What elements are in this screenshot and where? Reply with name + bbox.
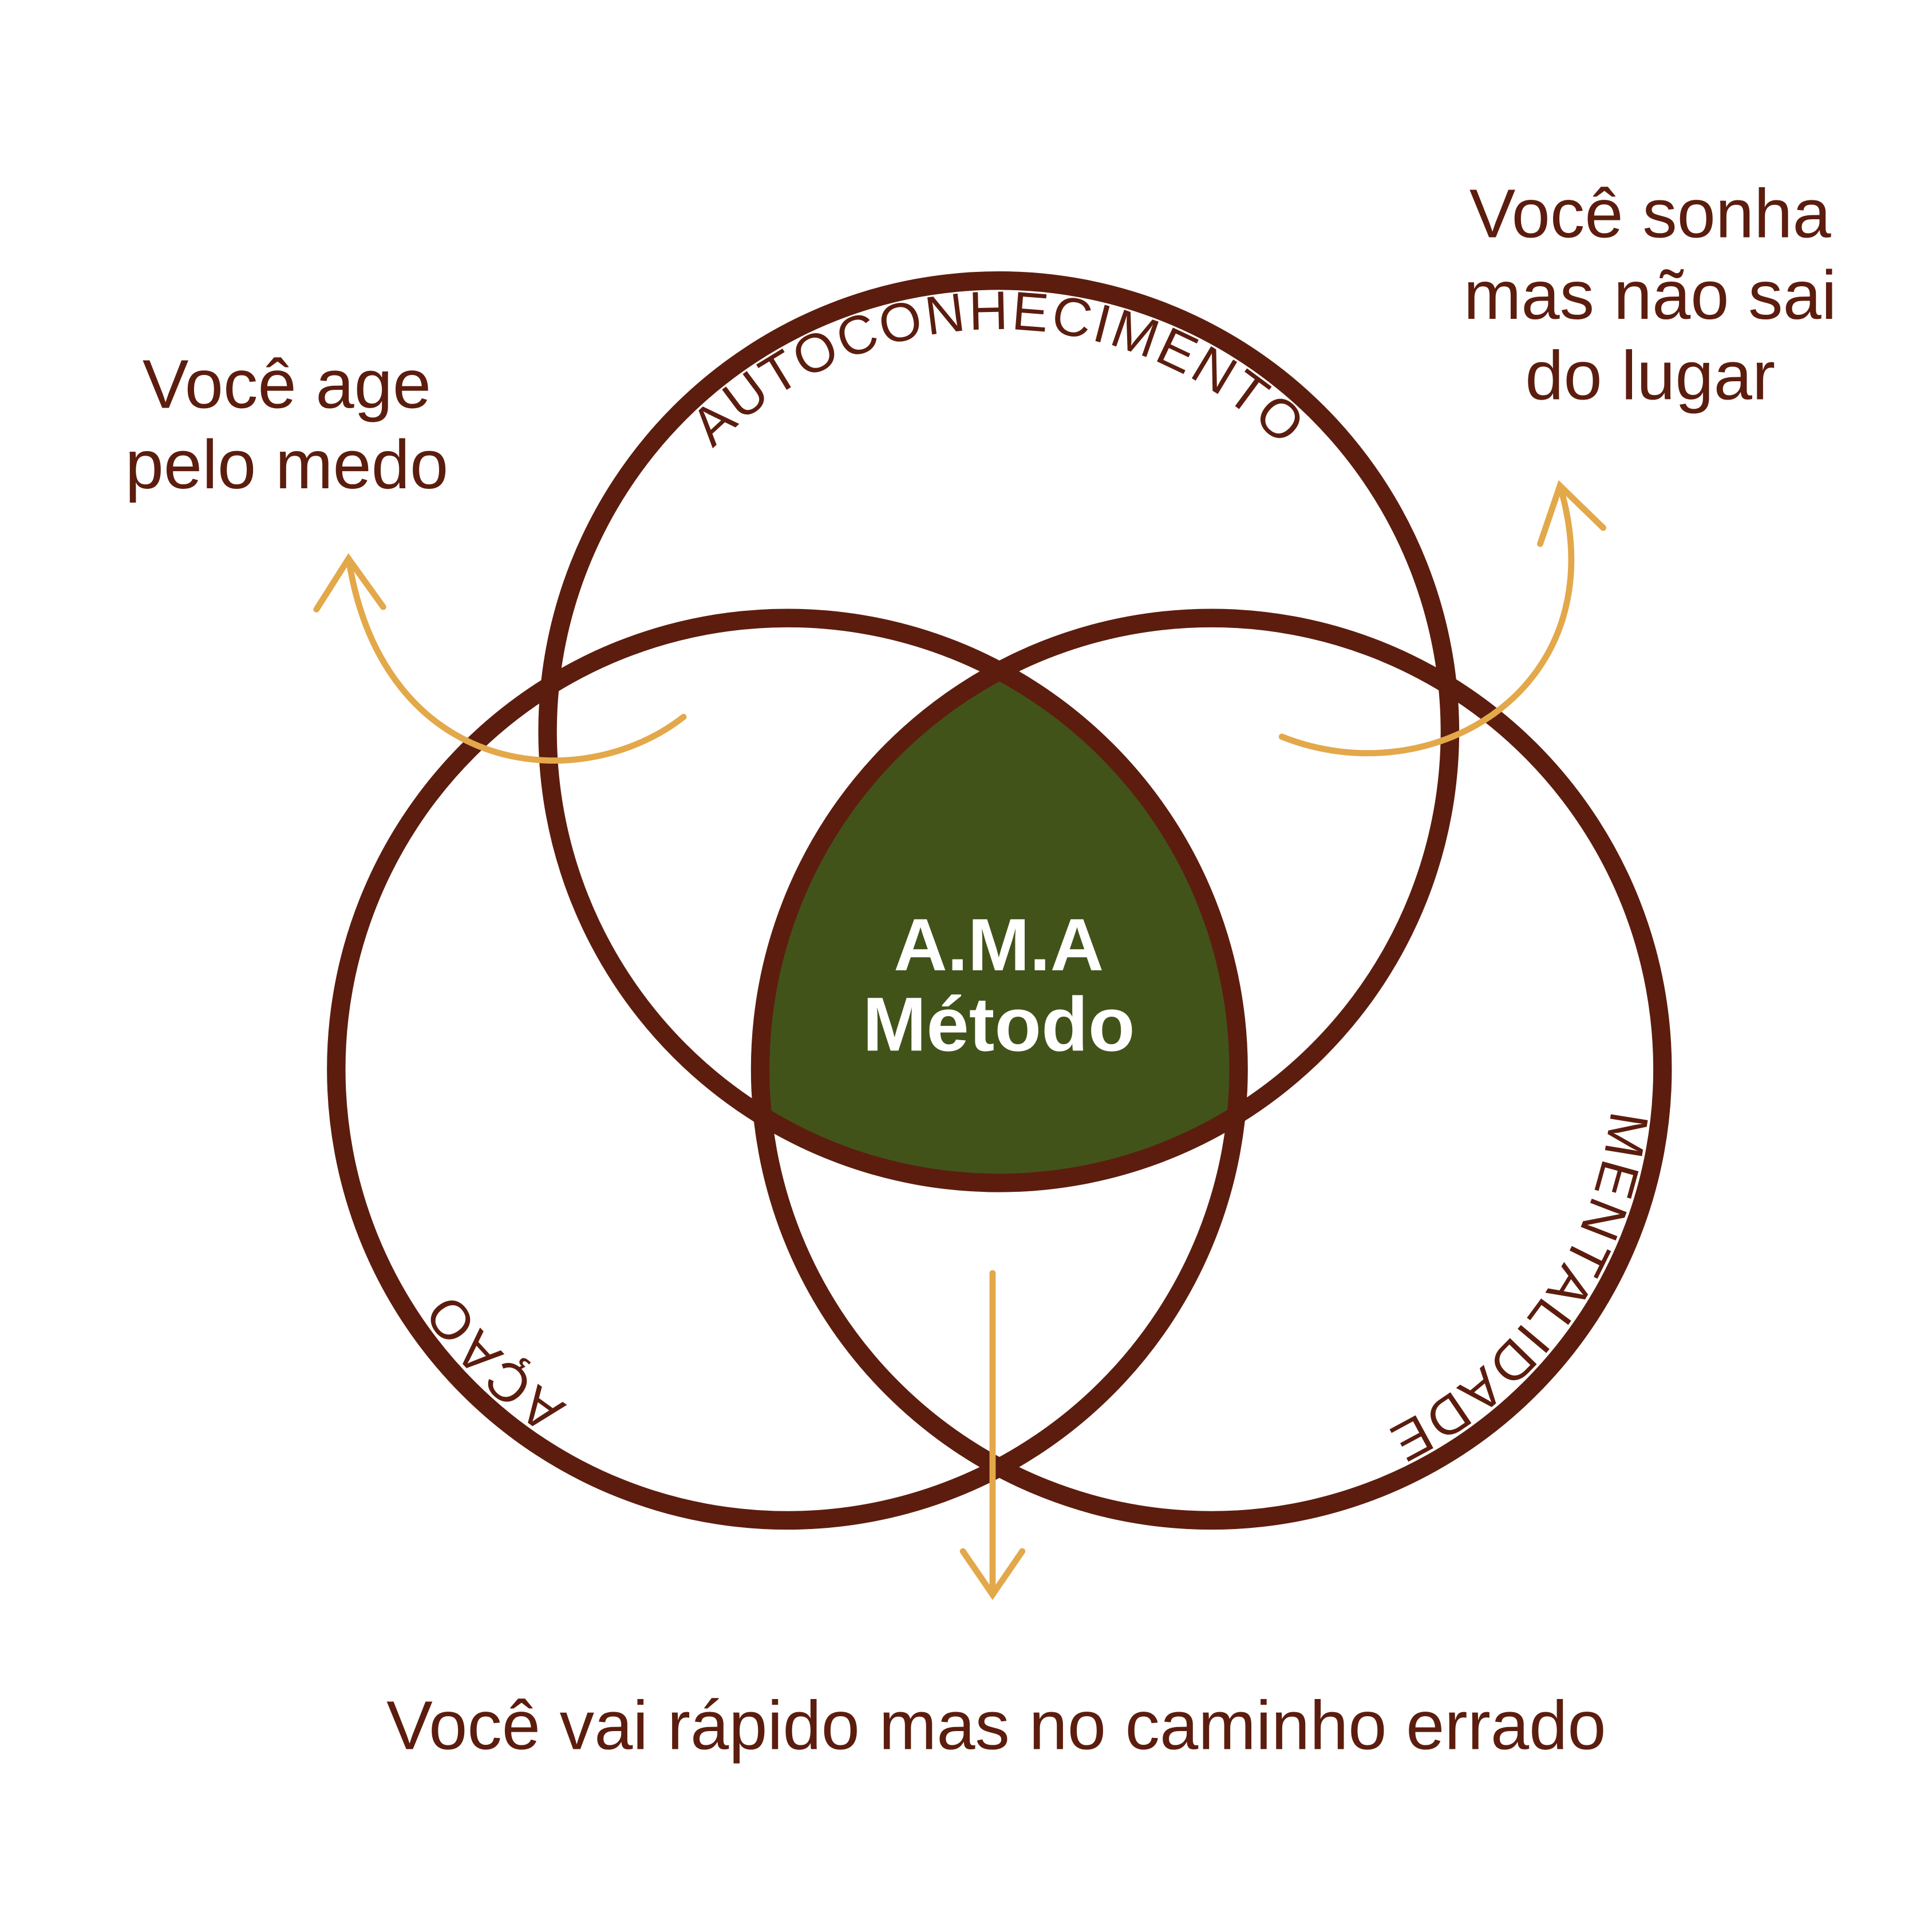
annotation-right-line1: Você sonha bbox=[1469, 175, 1832, 252]
annotation-bottom: Você vai rápido mas no caminho errado bbox=[386, 1686, 1606, 1764]
circle-mentalidade bbox=[750, 609, 1672, 1530]
arrow-down bbox=[959, 1270, 1026, 1601]
annotation-right-line2: mas não sai bbox=[1464, 256, 1837, 334]
annotation-left-line1: Você age bbox=[143, 346, 431, 423]
circle-acao bbox=[327, 609, 1248, 1530]
circle-autoconhecimento bbox=[538, 271, 1460, 1192]
label-mentalidade: MENTALIDADE bbox=[1380, 1108, 1660, 1474]
arrow-left bbox=[313, 553, 687, 764]
annotation-left-line2: pelo medo bbox=[125, 426, 449, 503]
label-autoconhecimento: AUTOCONHECIMENTO bbox=[679, 280, 1318, 457]
arrow-right bbox=[1278, 480, 1607, 757]
annotation-right-line3: do lugar bbox=[1525, 337, 1775, 414]
center-subtitle: Método bbox=[863, 982, 1135, 1067]
center-title: A.M.A bbox=[894, 904, 1104, 986]
